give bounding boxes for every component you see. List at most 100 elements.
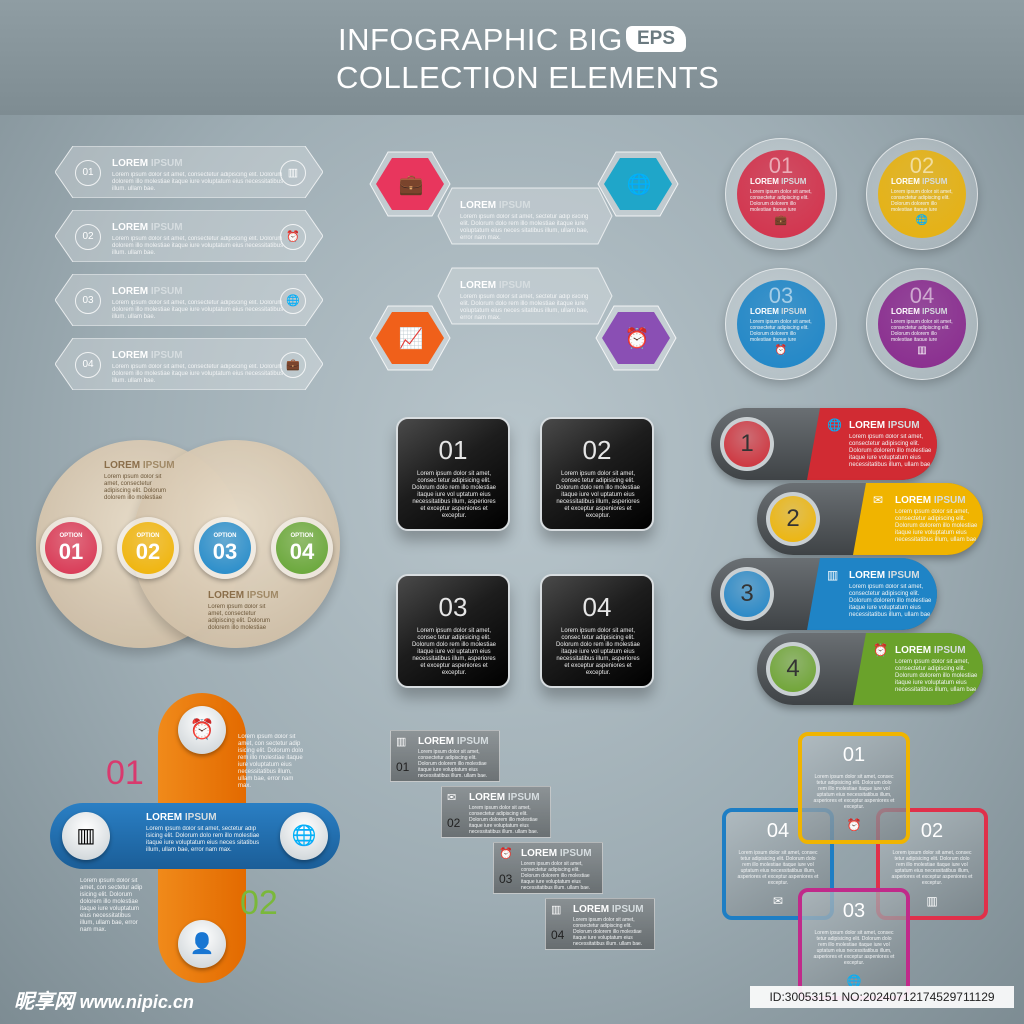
option-text-bottom: Lorem ipsum dolor sit amet, consectetur … — [208, 604, 271, 631]
color-square-number: 02 — [920, 820, 944, 842]
lorem-word: LOREM — [112, 158, 149, 169]
ribbon-heading: LOREM IPSUM — [469, 792, 540, 803]
glass-circle-heading: LOREM IPSUM — [750, 307, 806, 316]
ribbon-number: 02 — [447, 816, 461, 830]
chart-icon[interactable]: ▥ — [62, 812, 110, 860]
lorem-word: LOREM — [573, 904, 610, 915]
option-fill — [276, 522, 328, 574]
ipsum-word: IPSUM — [498, 200, 531, 211]
hex-panel-2-heading: LOREM IPSUM — [460, 280, 531, 291]
black-square-text: Lorem ipsum dolor sit amet, consec tetur… — [555, 628, 641, 676]
lorem-word: LOREM — [104, 460, 141, 471]
pill-icon: ⏰ — [873, 643, 888, 657]
ribbon-heading: LOREM IPSUM — [418, 736, 489, 747]
option-text-top: Lorem ipsum dolor sit amet, consectetur … — [104, 474, 167, 501]
color-square-text: Lorem ipsum dolor sit amet, consec tetur… — [891, 850, 973, 886]
ribbon-heading: LOREM IPSUM — [573, 904, 644, 915]
black-square-number: 04 — [582, 592, 612, 622]
option-fill — [199, 522, 251, 574]
glass-bar-text: Lorem ipsum dolor sit amet, consectetur … — [112, 300, 284, 318]
option-heading-top: LOREM IPSUM — [104, 460, 175, 471]
header-band — [0, 0, 1024, 115]
option-label: OPTION — [290, 533, 314, 539]
pill-color-tag — [853, 633, 983, 705]
glass-circle-number: 03 — [768, 283, 794, 308]
glass-circle-heading: LOREM IPSUM — [750, 177, 806, 186]
ipsum-word: IPSUM — [507, 792, 540, 803]
glass-bar[interactable]: 02 LOREM IPSUM Lorem ipsum dolor sit amet,… — [55, 210, 323, 262]
watermark-url: www.nipic.cn — [79, 992, 194, 1012]
option-number: 01 — [58, 539, 84, 564]
alarm-icon[interactable]: ⏰ — [178, 706, 226, 754]
glass-circle-icon: ▥ — [917, 345, 927, 356]
option-fill — [122, 522, 174, 574]
lorem-word: LOREM — [849, 570, 886, 581]
ribbon-face — [493, 842, 603, 894]
color-square-number: 01 — [842, 744, 866, 766]
glass-circle-fill — [878, 150, 966, 238]
ipsum-word: IPSUM — [887, 570, 920, 581]
glass-circle-text: Lorem ipsum dolor sit amet, consectetur … — [891, 189, 953, 211]
pill-icon: 🌐 — [827, 418, 842, 432]
glass-circle-heading: LOREM IPSUM — [891, 307, 947, 316]
ipsum-word: IPSUM — [142, 460, 175, 471]
ipsum-word: IPSUM — [246, 590, 279, 601]
pill-number: 1 — [724, 421, 770, 467]
lorem-word: LOREM — [521, 848, 558, 859]
pill-heading: LOREM IPSUM — [849, 420, 920, 431]
pill-number: 3 — [724, 571, 770, 617]
cross-heading: LOREM IPSUM — [146, 812, 217, 823]
glass-circle-number: 01 — [768, 153, 794, 178]
ribbon-face — [545, 898, 655, 950]
ribbon-heading: LOREM IPSUM — [521, 848, 592, 859]
black-square-number: 03 — [438, 592, 468, 622]
ipsum-word: IPSUM — [781, 307, 807, 316]
globe-icon[interactable]: 🌐 — [280, 812, 328, 860]
color-square-number: 03 — [842, 900, 866, 922]
hex-inner-3 — [376, 312, 444, 364]
pill-icon: ✉ — [873, 493, 884, 507]
ribbon-text: Lorem ipsum dolor sit amet, consectetur … — [469, 805, 539, 833]
ipsum-word: IPSUM — [933, 645, 966, 656]
lorem-word: LOREM — [146, 812, 183, 823]
cross-number-02: 02 — [240, 884, 278, 922]
lorem-word: LOREM — [460, 280, 497, 291]
pill-color-tag — [807, 558, 937, 630]
glass-circle-fill — [737, 280, 825, 368]
glass-bar-text: Lorem ipsum dolor sit amet, consectetur … — [112, 236, 284, 254]
option-label: OPTION — [59, 533, 83, 539]
glass-bar-heading: LOREM IPSUM — [112, 222, 183, 233]
glass-bar-text: Lorem ipsum dolor sit amet, consectetur … — [112, 364, 284, 382]
color-square-icon: 🌐 — [846, 974, 862, 988]
briefcase-icon: 💼 — [280, 352, 306, 378]
glass-bar-number: 02 — [75, 224, 101, 250]
person-icon[interactable]: 👤 — [178, 920, 226, 968]
lorem-word: LOREM — [891, 177, 920, 186]
